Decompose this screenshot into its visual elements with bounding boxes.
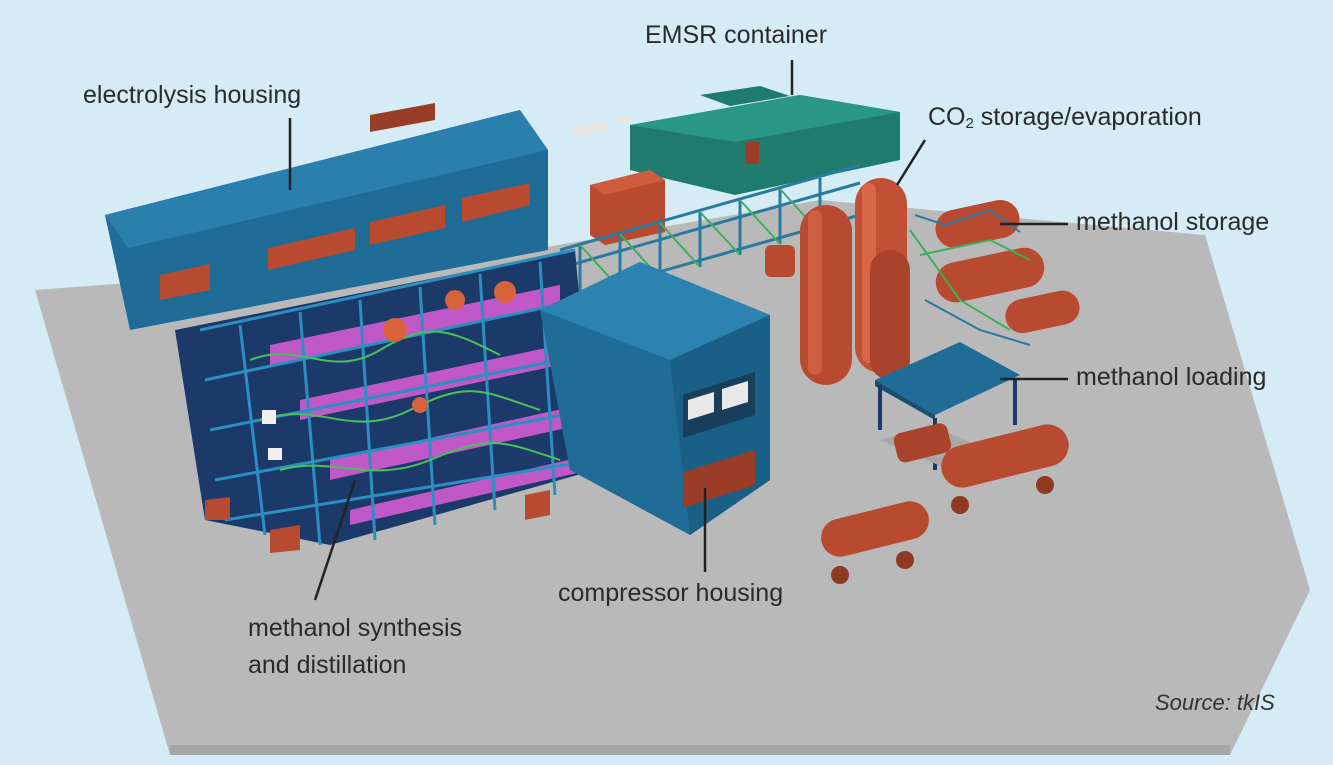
label-methanol-synthesis-line1: methanol synthesis <box>248 614 463 642</box>
leader-lines <box>288 60 1068 601</box>
source-credit: Source: tkIS <box>1155 690 1275 715</box>
label-co2-sub: 2 <box>965 115 974 132</box>
leader-co2 <box>895 139 927 186</box>
ground-shadow <box>170 745 1230 755</box>
synthesis-structure <box>175 248 596 553</box>
red-equipment-box <box>590 170 665 245</box>
label-co2-pre: CO <box>928 103 966 131</box>
electrolysis-housing <box>105 103 548 330</box>
label-methanol-loading: methanol loading <box>1076 363 1267 391</box>
compressor-housing <box>540 262 770 535</box>
emsr-container <box>630 86 900 195</box>
tanker-trucks <box>821 423 1069 584</box>
label-co2-storage: CO2 storage/evaporation <box>928 102 1202 133</box>
label-emsr-container: EMSR container <box>645 21 828 49</box>
label-methanol-storage: methanol storage <box>1076 208 1270 236</box>
label-methanol-synthesis-line2: and distillation <box>248 651 407 679</box>
co2-tanks <box>765 178 910 385</box>
label-electrolysis-housing: electrolysis housing <box>83 81 302 109</box>
methanol-storage-tanks <box>909 200 1080 346</box>
roof-fragments <box>570 115 632 138</box>
label-co2-post: storage/evaporation <box>973 103 1202 131</box>
leader-synthesis <box>313 479 357 601</box>
label-compressor-housing: compressor housing <box>558 579 784 607</box>
